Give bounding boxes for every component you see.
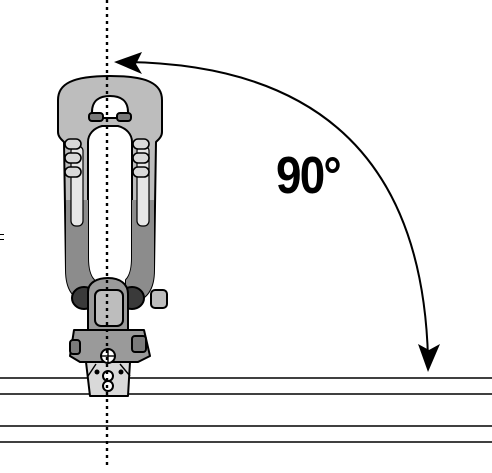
right-pad-3 — [132, 166, 150, 178]
angle-label: 90° — [276, 147, 342, 205]
slot-pin-left — [88, 112, 104, 122]
arrowhead-bottom-icon — [418, 344, 440, 372]
base-upper — [69, 329, 151, 363]
left-pad-2 — [64, 152, 82, 164]
left-pad-1 — [64, 138, 82, 150]
hub-face — [94, 289, 124, 327]
edge-tick-mark — [0, 234, 4, 240]
u-shaped-arm — [57, 75, 163, 303]
base-rivet-left — [94, 369, 100, 375]
base-strut-left — [87, 363, 97, 377]
arm-button-pads — [64, 138, 150, 178]
left-pad-3 — [64, 166, 82, 178]
mount-base — [69, 329, 151, 397]
arc-curve — [121, 61, 429, 359]
right-pad-1 — [132, 138, 150, 150]
horizontal-rails — [0, 377, 492, 443]
base-left-tab — [69, 339, 81, 355]
base-strut-right — [119, 363, 131, 377]
right-pad-2 — [132, 152, 150, 164]
base-side-lever — [131, 335, 147, 353]
slot-pin-right — [116, 112, 132, 122]
rotation-arc — [114, 52, 440, 372]
side-clip — [150, 289, 168, 309]
arrowhead-top-icon — [114, 52, 142, 74]
base-rivet-right — [118, 369, 124, 375]
